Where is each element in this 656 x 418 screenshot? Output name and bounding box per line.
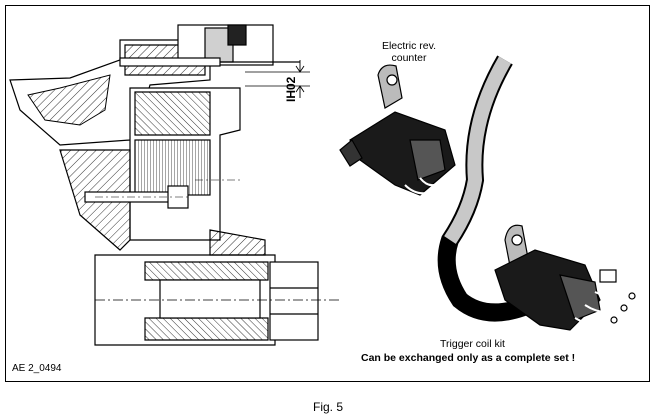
label-trigger-coil-kit: Trigger coil kit — [440, 338, 505, 350]
dimension-label: IH02 — [284, 76, 298, 102]
figure-frame — [5, 5, 650, 382]
label-electric-rev-counter-line2: counter — [391, 52, 427, 64]
electric-rev-counter-sensor — [339, 64, 456, 196]
label-electric-rev-counter-line1: Electric rev. — [381, 40, 437, 52]
figure-caption: Fig. 5 — [312, 400, 343, 414]
cross-section-drawing — [9, 24, 340, 346]
trigger-coil-kit-sensor — [494, 224, 636, 331]
label-electric-rev-counter: Electric rev. counter — [366, 40, 452, 64]
label-exchange-note: Can be exchanged only as a complete set … — [361, 352, 576, 364]
drawing-code: AE 2_0494 — [12, 363, 62, 374]
